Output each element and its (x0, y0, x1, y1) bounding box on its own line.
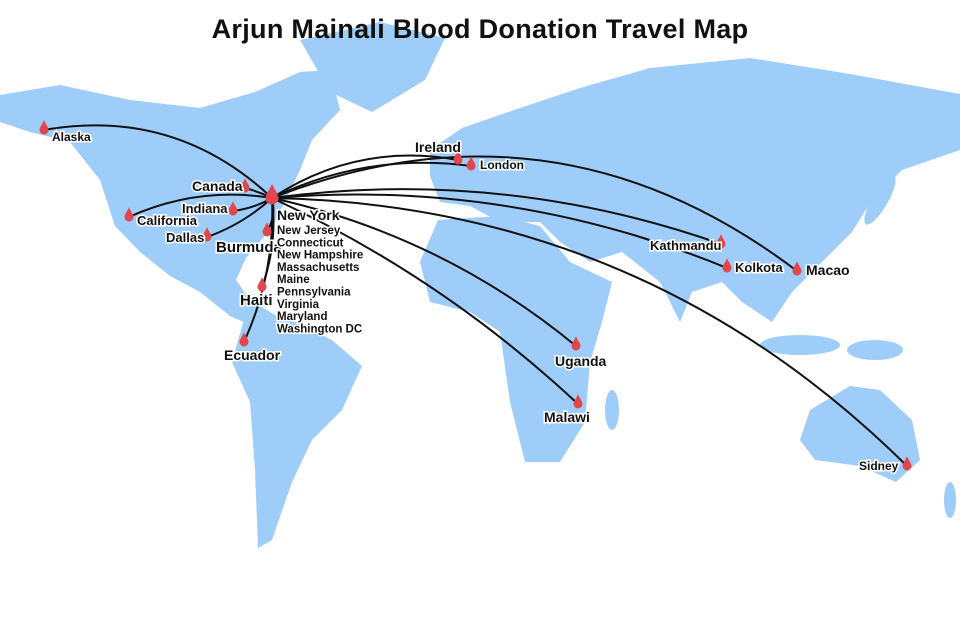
origin-state-label: Massachusetts (277, 262, 359, 274)
origin-state-label: Maryland (277, 311, 328, 323)
blood-drop-icon (902, 456, 912, 471)
route-sidney (271, 197, 908, 467)
origin-state-label: Maine (277, 274, 310, 286)
blood-drop-icon (257, 277, 267, 292)
australia (800, 386, 920, 482)
destination-label: California (137, 213, 198, 228)
route-kathmandu (271, 188, 722, 245)
destination-label: Burmuda (216, 239, 282, 256)
new-guinea (847, 340, 903, 360)
destination-label: Kolkota (735, 260, 783, 275)
south-america (232, 316, 362, 548)
route-ireland (271, 154, 459, 199)
blood-drop-icon (466, 156, 476, 171)
destination-label: Ecuador (224, 347, 281, 363)
route-london (271, 161, 472, 199)
route-alaska (43, 124, 273, 199)
origin-state-label: Connecticut (277, 237, 344, 249)
continents (0, 22, 960, 548)
labels: AlaskaCanadaIndianaCaliforniaDallasBurmu… (51, 129, 901, 475)
destination-label: Uganda (555, 353, 607, 369)
blood-drop-icon (722, 258, 732, 273)
route-malawi (271, 197, 579, 405)
africa (420, 216, 612, 462)
blood-drop-icon (571, 336, 581, 351)
origin-state-label: Pennsylvania (277, 287, 351, 299)
destination-label: Sidney (859, 459, 899, 473)
destination-label: London (480, 158, 524, 172)
route-uganda (271, 197, 577, 347)
blood-drop-icon (262, 222, 272, 237)
map-title: Arjun Mainali Blood Donation Travel Map (211, 14, 749, 44)
blood-drop-icon (716, 234, 726, 249)
blood-drop-icon (573, 394, 583, 409)
japan (864, 175, 896, 225)
blood-drop-icon (124, 207, 134, 222)
greenland (300, 22, 445, 112)
blood-drop-icon (228, 201, 238, 216)
routes (43, 124, 908, 467)
origin-state-label: New Hampshire (277, 250, 363, 262)
eurasia (430, 58, 960, 322)
blood-drop-icon (240, 178, 250, 193)
origin-state-label: Washington DC (277, 323, 362, 335)
destination-label: Ireland (415, 139, 461, 155)
origin-state-label: Virginia (277, 299, 320, 311)
destination-label: Canada (192, 178, 243, 194)
origin-label: New York (277, 207, 340, 223)
blood-drop-icon (265, 183, 279, 205)
madagascar (605, 390, 619, 430)
route-macao (271, 155, 798, 272)
north-america (0, 70, 340, 332)
destination-label: Dallas (166, 230, 204, 245)
blood-drop-icon (792, 261, 802, 276)
blood-drop-icon (202, 227, 212, 242)
blood-drop-icon (39, 120, 49, 135)
route-california (128, 193, 273, 218)
route-ecuador (243, 197, 274, 343)
markers (39, 120, 912, 471)
origin-state-label: New Jersey (277, 225, 341, 237)
destination-label: Alaska (52, 130, 91, 144)
blood-drop-icon (453, 150, 463, 165)
destination-label: Kathmandu (650, 238, 722, 253)
route-dallas (206, 197, 273, 238)
route-kolkota (271, 193, 728, 269)
destination-label: Malawi (544, 409, 590, 425)
destination-label: Haiti (240, 292, 273, 309)
destination-label: Macao (806, 262, 850, 278)
destination-label: Indiana (182, 201, 228, 216)
indonesia (760, 335, 840, 355)
new-zealand (944, 482, 956, 518)
blood-drop-icon (239, 332, 249, 347)
